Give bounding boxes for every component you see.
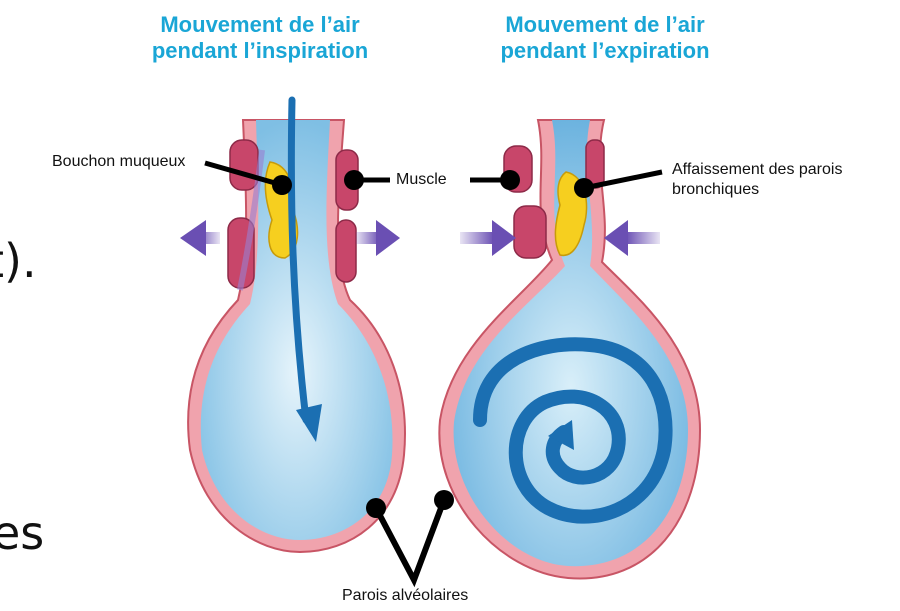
label-mucus-plug: Bouchon muqueux <box>52 152 185 172</box>
leader-alveolar-walls <box>366 490 454 580</box>
pressure-arrow-left-out <box>180 220 220 256</box>
label-alveolar-walls: Parois alvéolaires <box>342 586 468 606</box>
label-wall-collapse-line1: Affaissement des parois <box>672 160 842 180</box>
alveolus-expiration <box>439 120 700 579</box>
pressure-arrow-left-in <box>460 220 516 256</box>
label-muscle: Muscle <box>396 170 447 190</box>
leader-muscle-left <box>344 170 390 190</box>
pressure-arrow-right-out <box>356 220 400 256</box>
label-wall-collapse: Affaissement des parois bronchiques <box>672 160 842 200</box>
label-wall-collapse-line2: bronchiques <box>672 180 842 200</box>
pressure-arrow-right-in <box>604 220 660 256</box>
leader-muscle-right <box>470 170 520 190</box>
